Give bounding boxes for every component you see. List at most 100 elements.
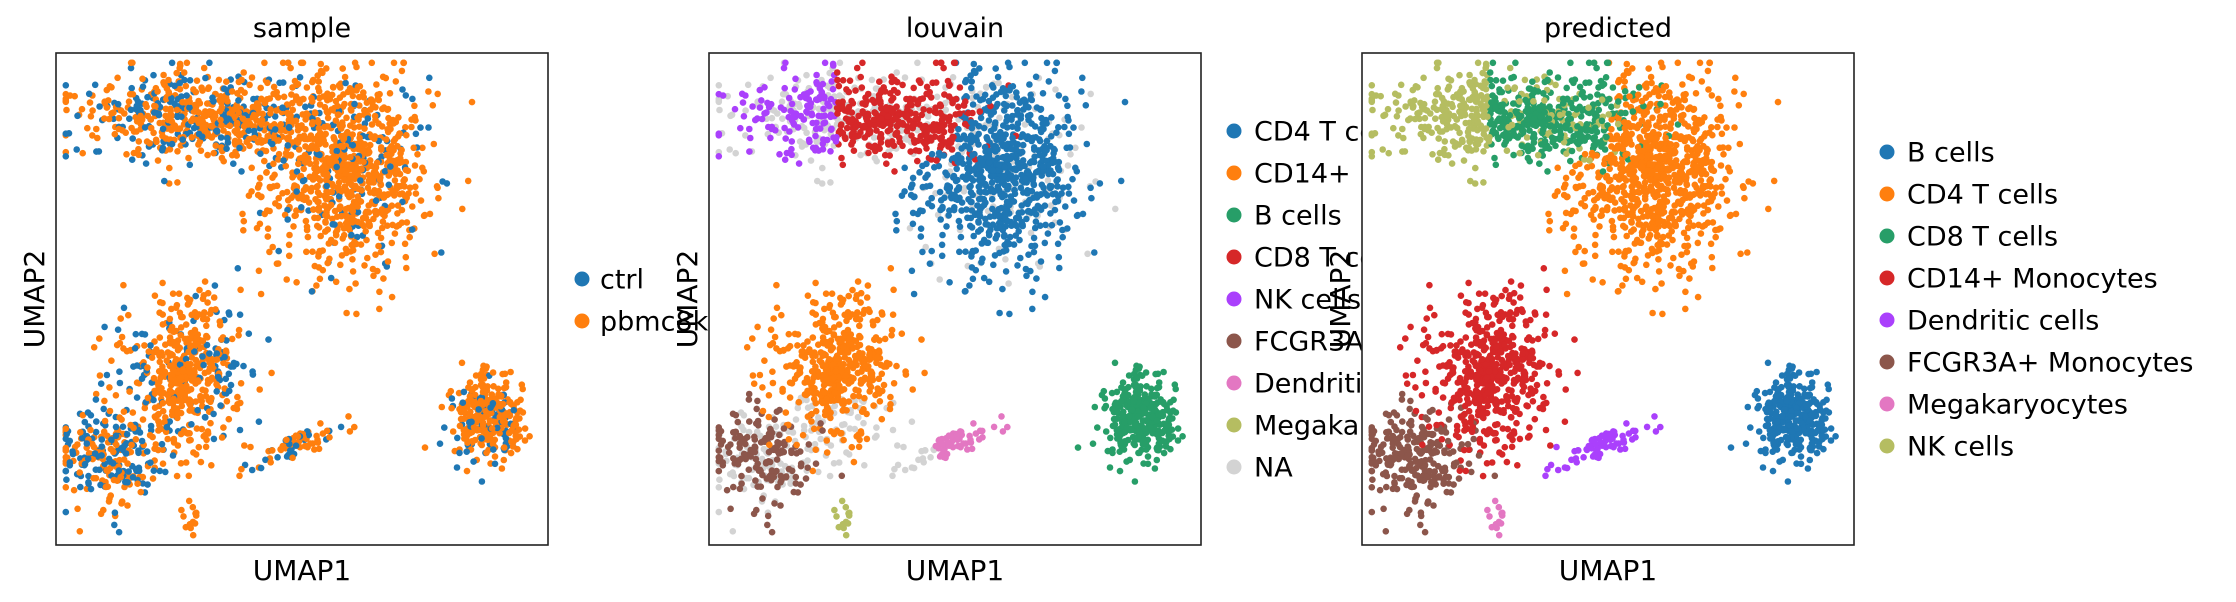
point: [89, 132, 96, 139]
point: [975, 228, 982, 235]
point: [270, 83, 278, 91]
point: [1053, 59, 1060, 67]
point: [241, 442, 248, 449]
point: [98, 452, 105, 459]
point: [339, 143, 347, 150]
point: [448, 404, 455, 412]
point: [134, 480, 141, 488]
point: [261, 157, 268, 165]
point: [500, 384, 508, 392]
point: [271, 171, 278, 179]
point: [279, 79, 287, 86]
point: [237, 286, 244, 294]
legend-marker: [574, 271, 590, 287]
point: [189, 531, 197, 539]
panel-title: sample: [253, 13, 351, 44]
point: [121, 442, 128, 449]
point: [383, 263, 391, 270]
point: [360, 148, 368, 155]
point: [330, 84, 337, 91]
point: [215, 76, 223, 84]
point: [499, 370, 506, 378]
point: [459, 205, 466, 213]
point: [298, 154, 305, 162]
point: [815, 468, 822, 476]
point: [878, 415, 886, 423]
point: [85, 480, 92, 488]
point: [298, 192, 306, 199]
point: [141, 331, 149, 338]
point: [469, 385, 477, 393]
point: [1030, 144, 1038, 151]
point: [887, 393, 894, 401]
point: [147, 116, 155, 123]
point: [272, 91, 280, 98]
point: [500, 456, 508, 464]
point: [248, 164, 255, 172]
point: [159, 460, 167, 468]
point: [468, 98, 476, 106]
point: [118, 500, 125, 507]
point: [131, 345, 139, 352]
point: [268, 369, 275, 377]
point: [289, 84, 296, 91]
point: [295, 160, 302, 168]
point: [1037, 258, 1045, 265]
point: [235, 97, 242, 104]
point: [1122, 385, 1130, 393]
point: [384, 258, 392, 265]
point: [767, 326, 775, 334]
point: [144, 394, 152, 402]
point: [241, 461, 249, 469]
point: [94, 134, 101, 142]
point: [1051, 206, 1059, 214]
point: [304, 233, 312, 241]
point: [985, 231, 993, 239]
point: [925, 91, 932, 98]
point: [1014, 141, 1022, 148]
point: [199, 353, 206, 360]
point: [812, 460, 820, 468]
point: [941, 91, 948, 98]
point: [178, 113, 185, 120]
point: [96, 335, 103, 342]
point: [357, 177, 364, 184]
point: [93, 418, 100, 425]
point: [1044, 177, 1052, 184]
point: [174, 148, 181, 155]
point: [852, 87, 859, 94]
point: [135, 447, 142, 455]
point: [315, 253, 322, 260]
point: [1174, 425, 1182, 432]
point: [115, 114, 123, 122]
point: [1091, 403, 1099, 411]
point: [729, 469, 736, 476]
point: [66, 92, 74, 99]
point: [234, 401, 241, 408]
point: [117, 107, 125, 114]
point: [324, 172, 331, 180]
point: [346, 285, 353, 293]
point: [994, 154, 1002, 162]
point: [285, 241, 293, 249]
point: [948, 146, 956, 153]
point: [914, 99, 922, 107]
legend-item: ctrl: [574, 265, 644, 296]
point: [62, 447, 70, 455]
point: [403, 219, 411, 226]
point: [1064, 113, 1071, 121]
point: [1059, 226, 1066, 234]
point: [79, 149, 86, 157]
point: [275, 150, 283, 158]
point: [1048, 114, 1055, 121]
point: [426, 74, 433, 82]
point: [186, 520, 194, 528]
point: [361, 120, 369, 127]
point: [857, 380, 865, 387]
point: [751, 443, 759, 450]
point: [190, 124, 198, 132]
point: [248, 188, 255, 195]
point: [341, 73, 349, 81]
point: [323, 182, 331, 190]
point: [144, 93, 151, 101]
